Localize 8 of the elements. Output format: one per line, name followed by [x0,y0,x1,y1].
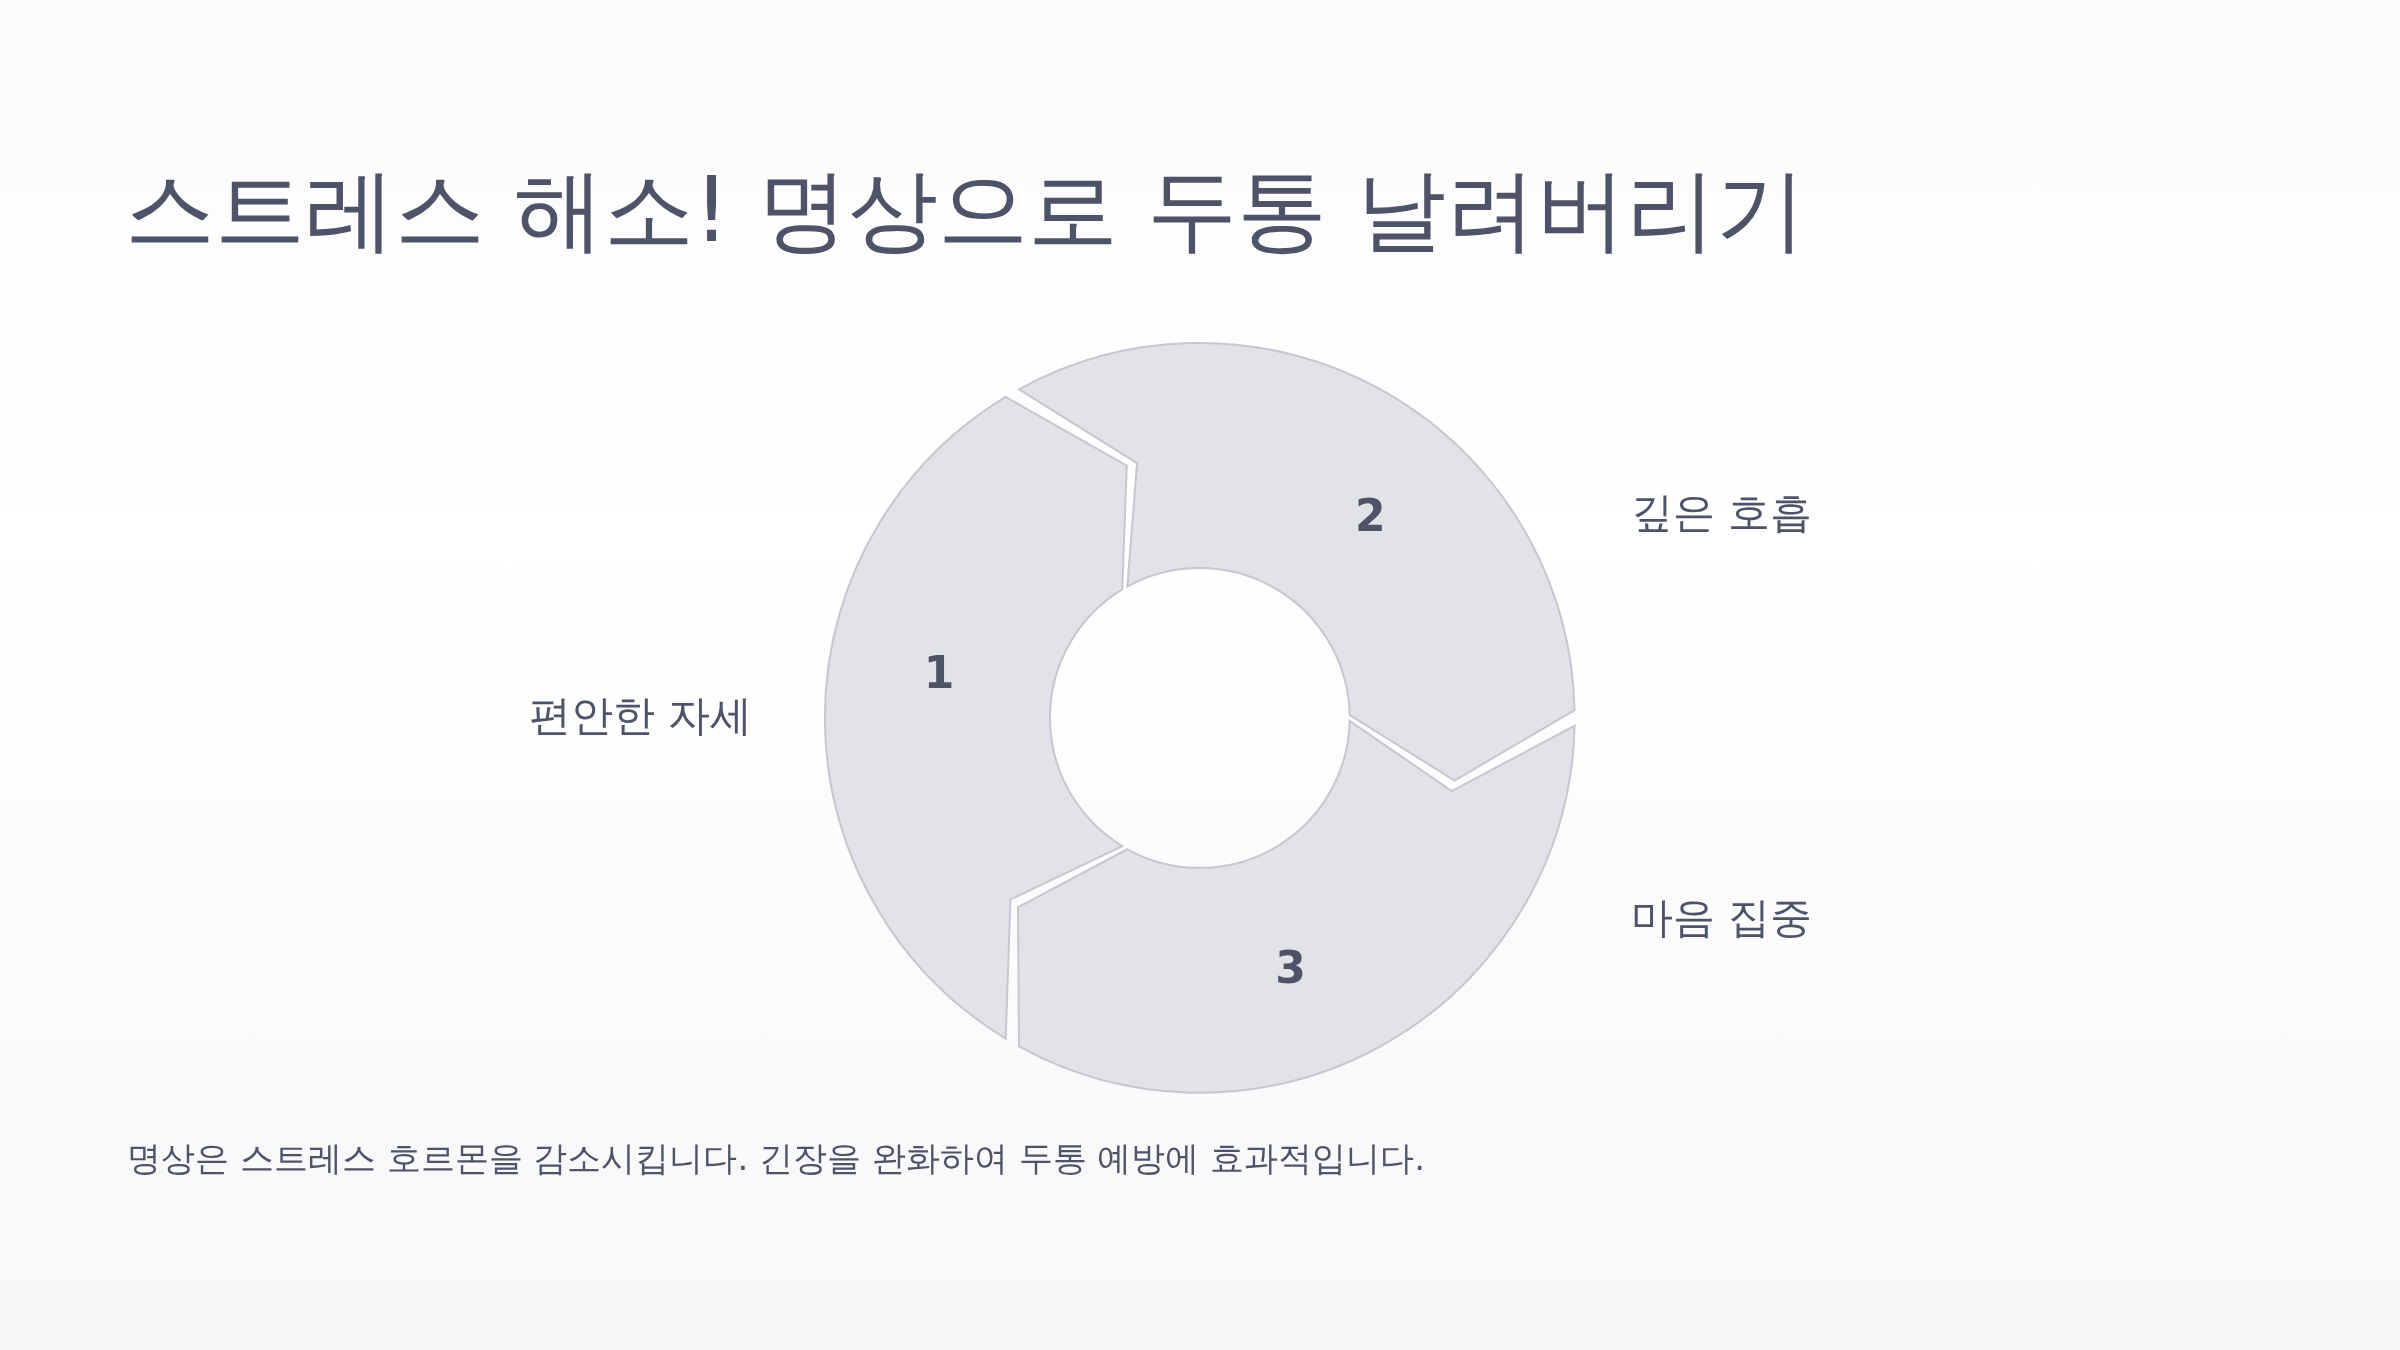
step-number: 3 [1275,941,1306,993]
step-number: 2 [1355,489,1386,541]
step-label: 깊은 호흡 [1631,487,1813,539]
title: 스트레스 해소! 명상으로 두통 날려버리기 [125,156,1806,264]
step-label: 편안한 자세 [528,690,752,742]
step-label: 마음 집중 [1631,892,1813,944]
step-number: 1 [923,646,955,698]
caption: 명상은 스트레스 호르몬을 감소시킵니다. 긴장을 완화하여 두통 예방에 효과적입니다. [127,1137,1426,1180]
